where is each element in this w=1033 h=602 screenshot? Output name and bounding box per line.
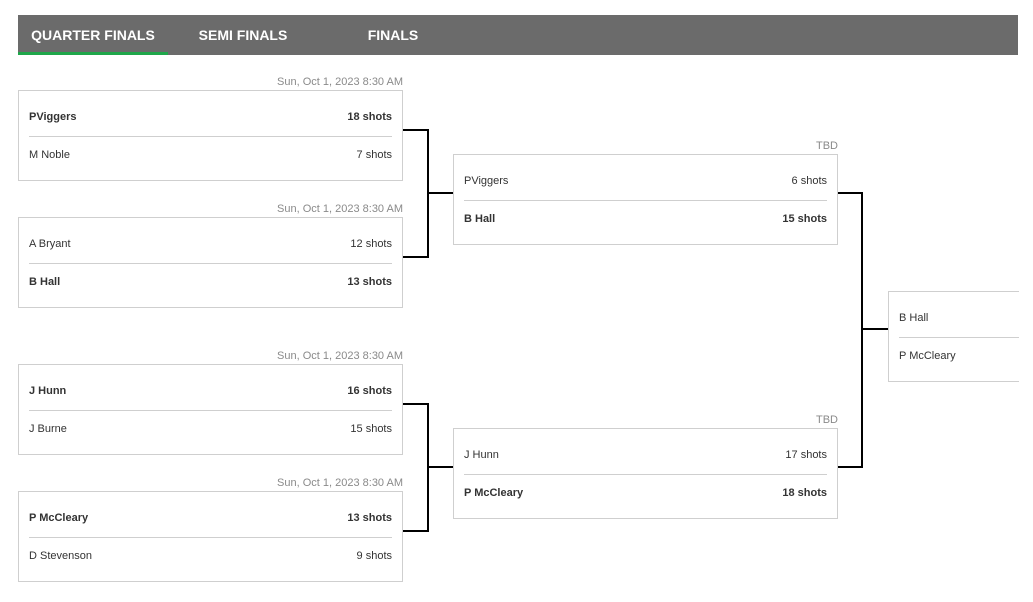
player-score: 13 shots <box>347 512 392 524</box>
match-card[interactable]: J Hunn 17 shots P McCleary 18 shots <box>453 428 838 519</box>
player-name: D Stevenson <box>29 550 92 562</box>
match-card[interactable]: PViggers 6 shots B Hall 15 shots <box>453 154 838 245</box>
player-score: 9 shots <box>356 550 392 562</box>
player-row: J Hunn 16 shots <box>29 373 392 411</box>
match-date: Sun, Oct 1, 2023 8:30 AM <box>277 203 403 215</box>
player-score: 7 shots <box>356 149 392 161</box>
bracket-connector <box>861 328 888 330</box>
player-row: D Stevenson 9 shots <box>29 538 392 575</box>
match-card[interactable]: PViggers 18 shots M Noble 7 shots <box>18 90 403 181</box>
bracket-connector <box>838 192 863 468</box>
player-row: B Hall 15 shots <box>464 201 827 238</box>
player-name: PViggers <box>464 175 509 187</box>
player-row: P McCleary 13 shots <box>29 500 392 538</box>
player-name: P McCleary <box>899 350 956 362</box>
tab-finals[interactable]: FINALS <box>367 27 419 43</box>
match-card[interactable]: P McCleary 13 shots D Stevenson 9 shots <box>18 491 403 582</box>
player-name: PViggers <box>29 111 77 123</box>
player-score: 15 shots <box>782 213 827 225</box>
player-name: J Hunn <box>29 385 67 397</box>
player-name: A Bryant <box>29 238 71 250</box>
bracket-connector <box>403 129 429 258</box>
tab-quarter-finals[interactable]: QUARTER FINALS <box>18 15 168 55</box>
player-score: 13 shots <box>347 276 392 288</box>
match-date: Sun, Oct 1, 2023 8:30 AM <box>277 76 403 88</box>
player-name: P McCleary <box>29 512 89 524</box>
player-row: B Hall <box>899 300 1019 338</box>
bracket-connector <box>427 192 453 194</box>
match-date: Sun, Oct 1, 2023 8:30 AM <box>277 350 403 362</box>
player-name: J Burne <box>29 423 67 435</box>
player-name: M Noble <box>29 149 70 161</box>
player-score: 17 shots <box>785 449 827 461</box>
match-date: Sun, Oct 1, 2023 8:30 AM <box>277 477 403 489</box>
player-row: PViggers 18 shots <box>29 99 392 137</box>
player-score: 12 shots <box>350 238 392 250</box>
player-row: P McCleary <box>899 338 1019 375</box>
player-score: 18 shots <box>782 487 827 499</box>
match-date: TBD <box>816 414 838 426</box>
match-card[interactable]: B Hall P McCleary <box>888 291 1019 382</box>
player-row: J Hunn 17 shots <box>464 437 827 475</box>
match-card[interactable]: A Bryant 12 shots B Hall 13 shots <box>18 217 403 308</box>
player-score: 6 shots <box>791 175 827 187</box>
player-row: PViggers 6 shots <box>464 163 827 201</box>
player-name: P McCleary <box>464 487 524 499</box>
bracket-connector <box>427 466 453 468</box>
match-date: TBD <box>816 140 838 152</box>
player-row: B Hall 13 shots <box>29 264 392 301</box>
player-score: 16 shots <box>347 385 392 397</box>
player-name: J Hunn <box>464 449 499 461</box>
player-score: 18 shots <box>347 111 392 123</box>
player-name: B Hall <box>899 312 929 324</box>
player-row: J Burne 15 shots <box>29 411 392 448</box>
bracket-connector <box>403 403 429 532</box>
player-name: B Hall <box>464 213 496 225</box>
match-card[interactable]: J Hunn 16 shots J Burne 15 shots <box>18 364 403 455</box>
player-row: P McCleary 18 shots <box>464 475 827 512</box>
player-row: A Bryant 12 shots <box>29 226 392 264</box>
round-tabs: QUARTER FINALS SEMI FINALS FINALS <box>18 15 1018 55</box>
player-name: B Hall <box>29 276 61 288</box>
player-score: 15 shots <box>350 423 392 435</box>
tab-semi-finals[interactable]: SEMI FINALS <box>198 27 288 43</box>
player-row: M Noble 7 shots <box>29 137 392 174</box>
